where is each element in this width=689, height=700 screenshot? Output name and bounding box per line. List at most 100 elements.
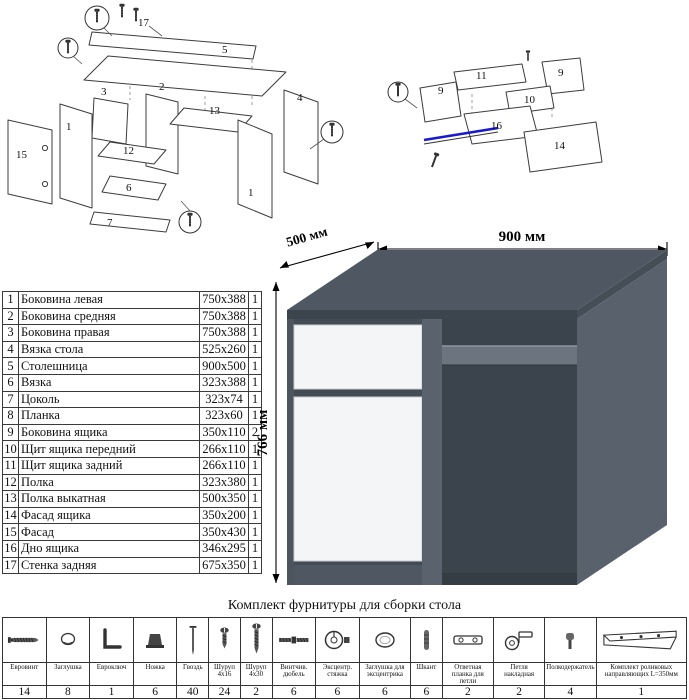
part-label: 6 xyxy=(126,182,132,194)
parts-cell-size: 350x200 xyxy=(199,506,249,525)
parts-cell-num: 3 xyxy=(2,324,19,342)
rail-icon xyxy=(597,618,686,662)
hinge-plate-icon xyxy=(443,618,493,662)
hardware-item-name: Евровинт xyxy=(3,662,46,685)
parts-cell-num: 4 xyxy=(2,340,19,359)
part-label: 7 xyxy=(107,217,113,229)
parts-cell-size: 500x350 xyxy=(199,490,249,508)
part-tie-panel xyxy=(283,89,319,185)
part-label: 9 xyxy=(558,67,564,79)
hardware-kit-title: Комплект фурнитуры для сборки стола xyxy=(227,598,462,613)
parts-cell-num: 5 xyxy=(2,357,19,375)
roller-guide-rail xyxy=(423,131,499,145)
parts-cell-size: 750x388 xyxy=(199,324,249,342)
leg-icon xyxy=(134,618,177,662)
parts-cell-size: 900x500 xyxy=(199,357,249,375)
parts-cell-size: 323x74 xyxy=(199,390,249,409)
hardware-item-qty: 6 xyxy=(316,685,359,698)
part-label: 11 xyxy=(476,70,487,82)
parts-cell-name: Дно ящика xyxy=(18,539,200,558)
part-label: 16 xyxy=(491,120,503,132)
divider-panel-edge xyxy=(422,319,442,585)
part-label: 4 xyxy=(297,92,303,104)
hardware-item-name: Ножка xyxy=(133,662,177,685)
parts-cell-num: 1 xyxy=(2,291,19,309)
hardware-item-qty: 6 xyxy=(272,685,316,698)
hardware-item-qty: 6 xyxy=(133,685,177,698)
hardware-item-qty: 6 xyxy=(411,685,442,698)
desk-right-side-panel xyxy=(577,259,667,585)
part-side-left xyxy=(59,103,93,209)
hardware-item-name: Заглушка xyxy=(46,662,90,685)
plinth-panel xyxy=(294,565,422,585)
part-label: 5 xyxy=(222,44,228,56)
part-sidewall xyxy=(237,119,273,219)
hardware-item-name: Евроключ xyxy=(90,662,133,685)
drawer-back-shield xyxy=(453,63,527,91)
dowel-screw-icon xyxy=(273,618,316,662)
parts-cell-name: Полка выкатная xyxy=(18,490,200,508)
hinge-icon xyxy=(494,618,544,662)
parts-cell-name: Вязка xyxy=(18,373,200,392)
part-label: 1 xyxy=(66,121,72,133)
parts-cell-num: 9 xyxy=(2,423,19,442)
parts-cell-size: 675x350 xyxy=(199,556,249,575)
parts-cell-name: Стенка задняя xyxy=(18,556,200,575)
shelf-pin-icon xyxy=(545,618,595,662)
part-label: 14 xyxy=(554,140,566,152)
parts-cell-num: 14 xyxy=(2,506,19,525)
parts-cell-size: 350x430 xyxy=(199,523,249,541)
roller-guide xyxy=(423,126,499,142)
desk-left-edge xyxy=(287,319,294,585)
parts-cell-name: Щит ящика передний xyxy=(18,440,200,458)
parts-cell-num: 10 xyxy=(2,440,19,458)
screw-icon xyxy=(431,152,440,168)
screw-icon xyxy=(119,3,125,18)
hexkey-icon xyxy=(90,618,133,662)
parts-cell-name: Планка xyxy=(18,407,200,425)
hardware-item-qty: 40 xyxy=(177,685,209,698)
part-side-right xyxy=(91,97,129,145)
hardware-item-qty: 8 xyxy=(46,685,90,698)
hardware-item-name: Полкодержатель xyxy=(545,662,596,685)
parts-cell-name: Фасад ящика xyxy=(18,506,200,525)
hardware-item-qty: 14 xyxy=(3,685,46,698)
parts-cell-num: 16 xyxy=(2,539,19,558)
desk-render: 900 мм 500 мм 766 мм xyxy=(256,225,668,585)
parts-cell-size: 266x110 xyxy=(199,456,249,475)
parts-cell-num: 11 xyxy=(2,456,19,475)
parts-cell-num: 17 xyxy=(2,556,19,575)
desk-top-surface xyxy=(287,250,667,310)
drawer-front-panel xyxy=(293,324,423,390)
part-label: 12 xyxy=(123,145,134,157)
hardware-item-name: Заглушка для эксцентрика xyxy=(359,662,410,685)
desk-top-front-edge xyxy=(287,310,577,319)
part-label: 2 xyxy=(159,81,165,93)
parts-cell-num: 15 xyxy=(2,523,19,541)
parts-cell-name: Боковина средняя xyxy=(18,307,200,326)
parts-cell-name: Боковина левая xyxy=(18,291,200,309)
hardware-item-name: Ответная планка для петли xyxy=(442,662,493,685)
